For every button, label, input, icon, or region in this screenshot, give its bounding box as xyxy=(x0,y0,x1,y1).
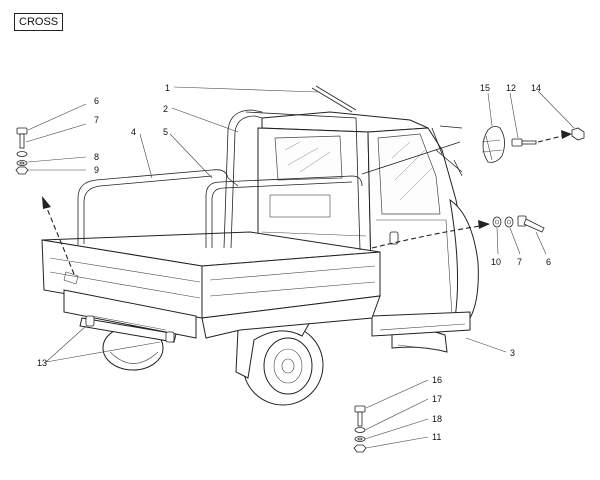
callout-17: 17 xyxy=(432,394,442,404)
callout-11: 11 xyxy=(432,432,441,442)
bolt-stack-right xyxy=(492,215,545,233)
callout-2: 2 xyxy=(163,104,168,114)
callout-16: 16 xyxy=(432,375,442,385)
leader-lines xyxy=(25,86,575,449)
callout-5: 5 xyxy=(163,127,168,137)
callout-13: 13 xyxy=(37,358,47,368)
callout-18: 18 xyxy=(432,414,442,424)
callout-7-right: 7 xyxy=(517,257,522,267)
callout-4: 4 xyxy=(131,127,136,137)
mirror-parts xyxy=(481,126,585,163)
callout-8: 8 xyxy=(94,152,99,162)
callout-12: 12 xyxy=(506,83,516,93)
model-label: CROSS xyxy=(14,13,64,31)
callout-6-right: 6 xyxy=(546,257,551,267)
callout-10: 10 xyxy=(491,257,501,267)
bolt-stack-bottom xyxy=(353,405,367,453)
roll-bar xyxy=(77,109,363,251)
callout-3: 3 xyxy=(510,348,515,358)
bolt-stack-left xyxy=(15,127,29,175)
callout-1: 1 xyxy=(165,83,170,93)
callout-14: 14 xyxy=(531,83,541,93)
vehicle xyxy=(41,85,479,406)
assembly-arrows xyxy=(42,130,572,275)
callout-6-left: 6 xyxy=(94,96,99,106)
callout-7-left: 7 xyxy=(94,115,99,125)
callout-9: 9 xyxy=(94,165,99,175)
mirror-arm-lines xyxy=(361,127,463,177)
callout-15: 15 xyxy=(480,83,490,93)
callout-numbers: 1 2 4 5 6 7 8 9 15 12 14 10 7 6 13 3 16 … xyxy=(37,83,551,442)
cargo-bed xyxy=(41,231,381,343)
rear-wheel-right xyxy=(242,324,324,406)
